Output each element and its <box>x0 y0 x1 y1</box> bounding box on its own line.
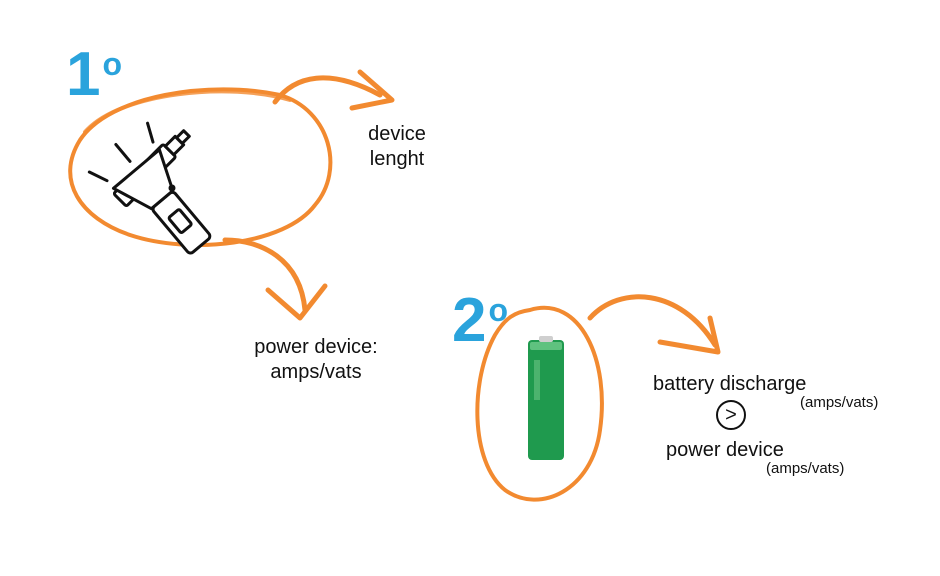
step1-circle <box>68 87 333 247</box>
greater-than-symbol: > <box>716 400 746 430</box>
step2-degree: o <box>488 292 509 328</box>
step1-number: 1o <box>66 40 123 109</box>
step1-degree: o <box>102 46 123 82</box>
battery-icon <box>528 336 564 460</box>
step2-circle <box>475 305 604 502</box>
power-device-compare-unit: (amps/vats) <box>766 460 845 477</box>
flashlight-icon <box>87 121 212 255</box>
power-device-compare-label: power device <box>666 439 784 461</box>
power-device-label: power device: amps/vats <box>254 336 378 383</box>
battery-discharge-label: battery discharge <box>653 373 807 395</box>
device-length-label: device lenght <box>368 123 426 170</box>
step2-number: 2o <box>452 286 509 355</box>
arrow-to-power-device <box>222 237 328 321</box>
battery-discharge-unit: (amps/vats) <box>800 394 879 411</box>
arrow-to-comparison <box>587 294 721 355</box>
arrow-to-device-length <box>272 69 395 111</box>
